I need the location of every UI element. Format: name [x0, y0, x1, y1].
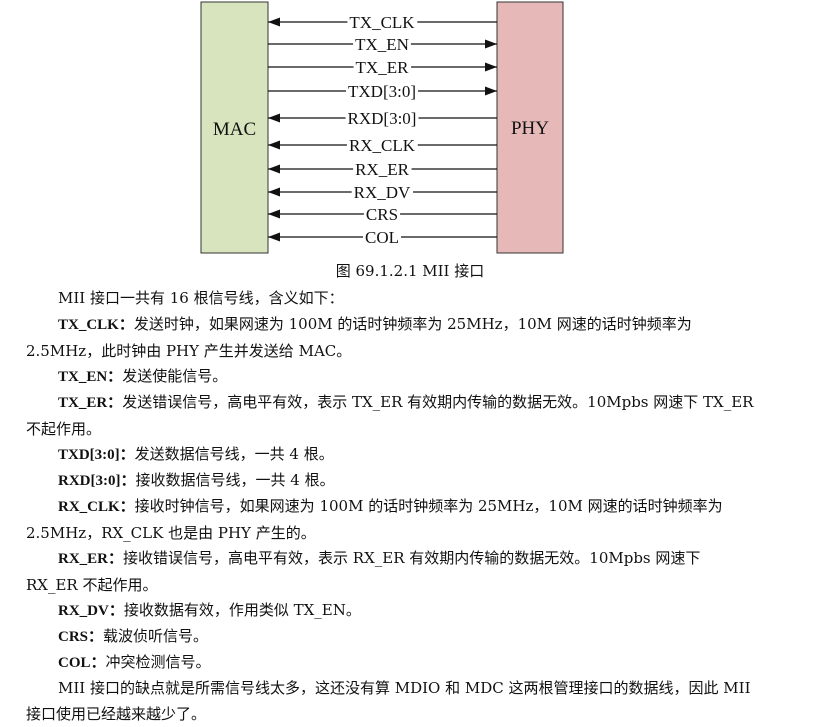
def-rx-er: RX_ER：接收错误信号，高电平有效，表示 RX_ER 有效期内传输的数据无效。…: [26, 545, 756, 598]
def-term: RX_DV：: [58, 603, 124, 619]
mii-diagram: MAC PHY TX_CLK TX_EN TX_ER TXD[3:0] RXD[3:0]…: [200, 1, 564, 254]
arrowhead-icon: [268, 140, 280, 150]
def-txd: TXD[3:0]：发送数据信号线，一共 4 根。: [26, 441, 756, 468]
arrowhead-icon: [268, 17, 280, 27]
phy-label: PHY: [511, 118, 549, 139]
arrowhead-icon: [485, 86, 497, 96]
mac-box: [200, 1, 269, 254]
def-text: 接收数据有效，作用类似 TX_EN。: [123, 601, 361, 619]
def-text: 接收时钟信号，如果网速为 100M 的话时钟频率为 25MHz，10M 网速的话…: [26, 497, 723, 542]
signal-label-bg: [353, 162, 412, 176]
signal-label-txd-3-0: TXD[3:0]: [348, 82, 416, 101]
def-text: 发送使能信号。: [122, 367, 228, 385]
signal-label-bg: [346, 138, 418, 152]
def-tx-clk: TX_CLK：发送时钟，如果网速为 100M 的话时钟频率为 25MHz，10M…: [26, 311, 756, 364]
signal-label-tx-er: TX_ER: [356, 58, 410, 77]
def-term: TX_EN：: [58, 369, 123, 385]
signal-label-rx-clk: RX_CLK: [349, 136, 416, 155]
arrowhead-icon: [485, 62, 497, 72]
def-rxd: RXD[3:0]：接收数据信号线，一共 4 根。: [26, 467, 756, 494]
signal-label-crs: CRS: [366, 205, 398, 224]
signal-label-col: COL: [365, 228, 399, 247]
def-term: TX_CLK：: [58, 317, 134, 333]
def-term: TX_ER：: [58, 395, 123, 411]
signal-label-bg: [353, 60, 412, 74]
figure-caption: 图 69.1.2.1 MII 接口: [335, 262, 485, 280]
mac-label: MAC: [213, 119, 256, 140]
def-text: 冲突检测信号。: [105, 653, 211, 671]
arrowhead-icon: [268, 164, 280, 174]
signal-label-rx-er: RX_ER: [355, 160, 410, 179]
def-term: TXD[3:0]：: [58, 447, 135, 463]
arrowhead-icon: [268, 232, 280, 242]
def-crs: CRS：载波侦听信号。: [26, 623, 756, 650]
def-text: 载波侦听信号。: [103, 627, 209, 645]
signal-label-rxd-3-0: RXD[3:0]: [348, 109, 417, 128]
def-text: 发送时钟，如果网速为 100M 的话时钟频率为 25MHz，10M 网速的话时钟…: [26, 315, 692, 360]
def-text: 接收数据信号线，一共 4 根。: [135, 471, 335, 489]
signal-label-bg: [363, 207, 401, 221]
def-term: RX_CLK：: [58, 499, 135, 515]
signal-label-bg: [363, 230, 401, 244]
signal-label-tx-clk: TX_CLK: [349, 13, 415, 32]
signal-label-bg: [353, 37, 411, 51]
intro-paragraph: MII 接口一共有 16 根信号线，含义如下：: [58, 289, 344, 307]
def-term: RX_ER：: [58, 551, 124, 567]
conclusion-paragraph: MII 接口的缺点就是所需信号线太多，这还没有算 MDIO 和 MDC 这两根管…: [26, 679, 751, 723]
signal-label-bg: [346, 84, 418, 98]
def-term: COL：: [58, 655, 106, 671]
signal-label-bg: [347, 15, 418, 29]
phy-box: [496, 1, 564, 254]
arrowhead-icon: [268, 187, 280, 197]
def-col: COL：冲突检测信号。: [26, 649, 756, 676]
def-text: 发送数据信号线，一共 4 根。: [134, 445, 334, 463]
signal-label-rx-dv: RX_DV: [354, 183, 411, 202]
def-text: 发送错误信号，高电平有效，表示 TX_ER 有效期内传输的数据无效。10Mpbs…: [26, 393, 754, 438]
def-term: CRS：: [58, 629, 104, 645]
arrowhead-icon: [485, 39, 497, 49]
def-text: 接收错误信号，高电平有效，表示 RX_ER 有效期内传输的数据无效。10Mpbs…: [26, 549, 701, 594]
arrowhead-icon: [268, 113, 280, 123]
def-rx-clk: RX_CLK：接收时钟信号，如果网速为 100M 的话时钟频率为 25MHz，1…: [26, 493, 756, 546]
def-tx-en: TX_EN：发送使能信号。: [26, 363, 756, 390]
def-term: RXD[3:0]：: [58, 473, 136, 489]
signal-label-bg: [351, 185, 414, 199]
signal-label-tx-en: TX_EN: [355, 35, 409, 54]
signal-label-bg: [345, 111, 419, 125]
def-tx-er: TX_ER：发送错误信号，高电平有效，表示 TX_ER 有效期内传输的数据无效。…: [26, 389, 756, 442]
def-rx-dv: RX_DV：接收数据有效，作用类似 TX_EN。: [26, 597, 756, 624]
arrowhead-icon: [268, 209, 280, 219]
